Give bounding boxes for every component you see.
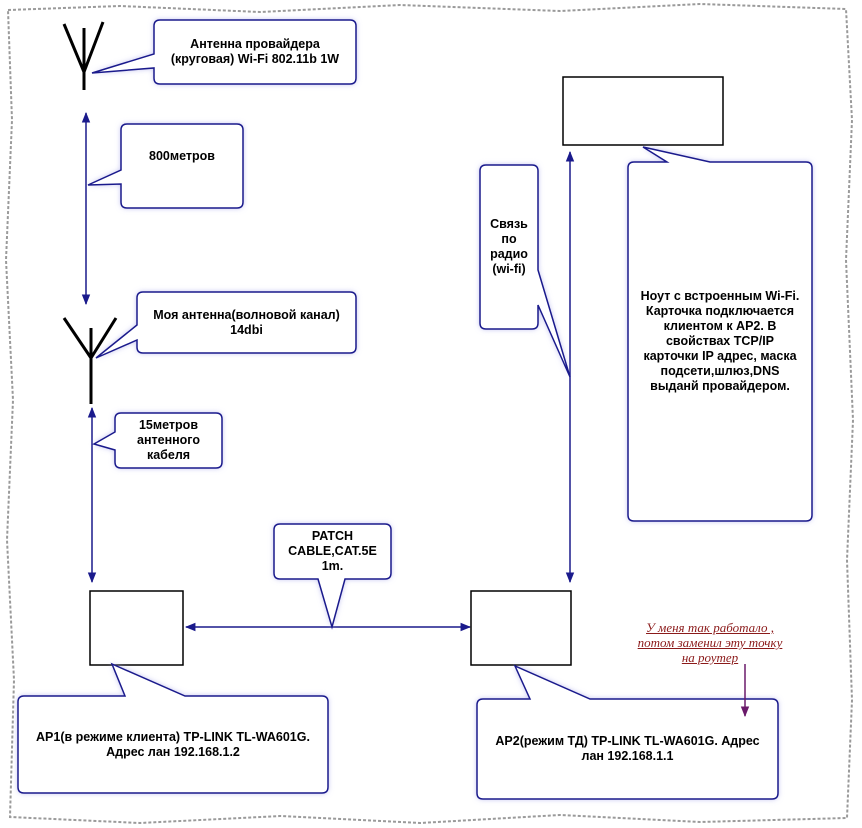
- callout-patch-cable-shape: [273, 523, 392, 630]
- laptop-description-label: Ноут с встроенным Wi-Fi. Карточка подклю…: [640, 289, 800, 393]
- callout-800m-shape: [87, 123, 244, 209]
- provider-antenna-label: Антенна провайдера (круговая) Wi-Fi 802.…: [170, 37, 340, 66]
- callout-shapes: [17, 19, 813, 800]
- callout-15m-shape: [92, 412, 223, 469]
- callout-my-antenna-shape: [95, 291, 357, 359]
- callout-provider-antenna-shape: [91, 19, 357, 85]
- connector-lines: [81, 111, 575, 632]
- my-antenna-icon: [62, 317, 118, 404]
- callout-laptop-shape: [627, 146, 813, 522]
- patch-cable-label: PATCH CABLE,CAT.5E 1m.: [288, 529, 377, 573]
- distance-800m-label: 800метров: [149, 148, 215, 163]
- callout-radio-link-shape: [479, 164, 571, 378]
- laptop-device-box: [562, 76, 724, 146]
- ap1-label: AP1(в режиме клиента) TP-LINK TL-WA601G.…: [36, 729, 310, 759]
- my-antenna-label: Моя антенна(волновой канал) 14dbi: [153, 307, 340, 337]
- provider-antenna-icon: [62, 21, 105, 90]
- router-note: У меня так работало , потом заменил эту …: [637, 620, 783, 665]
- ap2-label: AP2(режим ТД) TP-LINK TL-WA601G. Адрес л…: [495, 734, 760, 763]
- callout-ap1-shape: [17, 662, 329, 794]
- ap2-device-box: [470, 590, 572, 666]
- radio-link-label: Связь по радио (wi-fi): [490, 217, 528, 276]
- cable-15m-label: 15метров антенного кабеля: [137, 418, 200, 462]
- callout-ap2-shape: [476, 664, 779, 800]
- ap1-device-box: [89, 590, 184, 666]
